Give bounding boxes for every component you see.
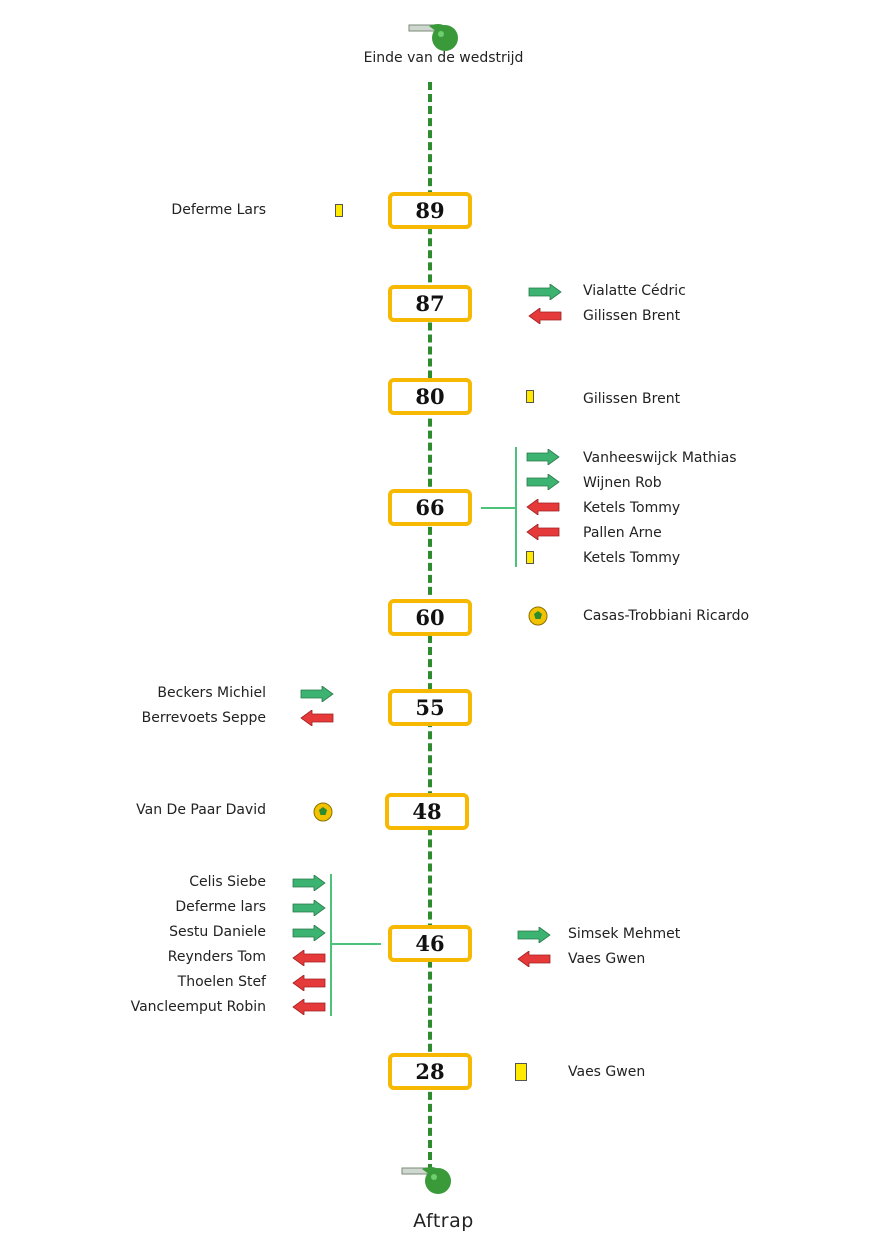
minute-box: 48 xyxy=(385,793,469,830)
minute-box: 28 xyxy=(388,1053,472,1090)
soccer-ball-icon xyxy=(528,606,548,626)
substitution-in-arrow-icon xyxy=(526,474,560,490)
player-name: Ketels Tommy xyxy=(583,500,681,516)
player-name: Sestu Daniele xyxy=(169,924,266,940)
yellow-card-icon xyxy=(335,204,343,217)
substitution-in-arrow-icon xyxy=(517,927,551,943)
player-name: Berrevoets Seppe xyxy=(141,710,266,726)
player-name: Vaes Gwen xyxy=(568,1064,646,1080)
player-name: Vanheeswijck Mathias xyxy=(583,450,737,466)
player-name: Simsek Mehmet xyxy=(568,926,681,942)
substitution-in-arrow-icon xyxy=(300,686,334,702)
substitution-out-arrow-icon xyxy=(292,950,326,966)
kickoff-label: Aftrap xyxy=(413,1210,474,1232)
yellow-card-icon xyxy=(515,1063,527,1081)
player-name: Vialatte Cédric xyxy=(583,283,686,299)
substitution-in-arrow-icon xyxy=(526,449,560,465)
substitution-out-arrow-icon xyxy=(517,951,551,967)
substitution-in-arrow-icon xyxy=(528,284,562,300)
player-name: Reynders Tom xyxy=(167,949,266,965)
substitution-out-arrow-icon xyxy=(292,975,326,991)
substitution-out-arrow-icon xyxy=(292,999,326,1015)
group-bracket xyxy=(330,874,332,1016)
player-name: Gilissen Brent xyxy=(583,308,681,324)
substitution-in-arrow-icon xyxy=(292,900,326,916)
player-name: Casas-Trobbiani Ricardo xyxy=(583,608,750,624)
player-name: Thoelen Stef xyxy=(177,974,266,990)
player-name: Vaes Gwen xyxy=(568,951,646,967)
player-name: Pallen Arne xyxy=(583,525,662,541)
whistle-icon xyxy=(408,24,458,51)
player-name: Wijnen Rob xyxy=(583,475,662,491)
soccer-ball-icon xyxy=(313,802,333,822)
substitution-out-arrow-icon xyxy=(526,499,560,515)
player-name: Gilissen Brent xyxy=(583,391,681,407)
yellow-card-icon xyxy=(526,390,534,403)
player-name: Beckers Michiel xyxy=(157,685,266,701)
minute-box: 89 xyxy=(388,192,472,229)
player-name: Ketels Tommy xyxy=(583,550,681,566)
whistle-icon xyxy=(401,1167,451,1194)
substitution-out-arrow-icon xyxy=(528,308,562,324)
substitution-in-arrow-icon xyxy=(292,925,326,941)
player-name: Deferme lars xyxy=(175,899,266,915)
minute-box: 46 xyxy=(388,925,472,962)
minute-box: 60 xyxy=(388,599,472,636)
substitution-out-arrow-icon xyxy=(526,524,560,540)
player-name: Celis Siebe xyxy=(189,874,266,890)
substitution-in-arrow-icon xyxy=(292,875,326,891)
minute-box: 66 xyxy=(388,489,472,526)
minute-box: 87 xyxy=(388,285,472,322)
group-connector xyxy=(481,507,517,509)
group-bracket xyxy=(515,447,517,567)
minute-box: 55 xyxy=(388,689,472,726)
player-name: Vancleemput Robin xyxy=(130,999,266,1015)
substitution-out-arrow-icon xyxy=(300,710,334,726)
match-end-label: Einde van de wedstrijd xyxy=(363,50,524,66)
minute-box: 80 xyxy=(388,378,472,415)
player-name: Deferme Lars xyxy=(171,202,266,218)
yellow-card-icon xyxy=(526,551,534,564)
player-name: Van De Paar David xyxy=(136,802,266,818)
group-connector xyxy=(331,943,381,945)
